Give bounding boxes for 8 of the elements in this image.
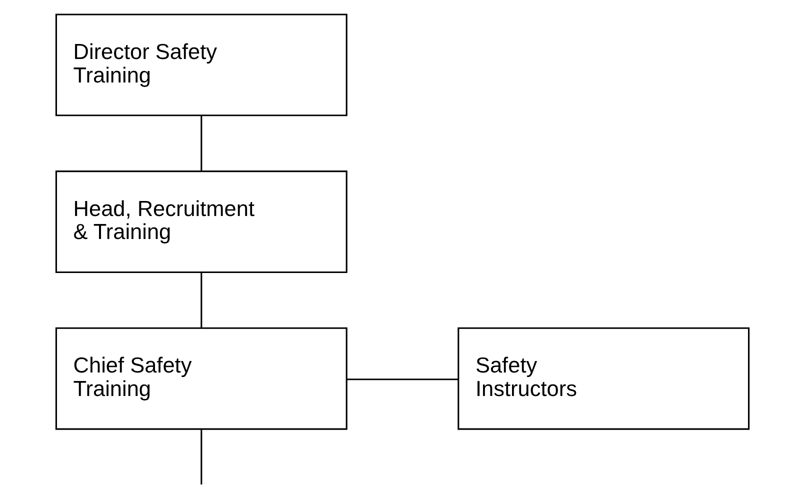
- node-box: Director Safety Training: [54, 14, 347, 116]
- node-box: Chief Safety Training: [54, 327, 347, 430]
- node-box: Head, Recruitment & Training: [54, 170, 347, 274]
- connector: [200, 272, 202, 328]
- connector: [346, 378, 458, 380]
- connector: [200, 430, 202, 484]
- node-box: Safety Instructors: [457, 327, 750, 430]
- connector: [200, 115, 202, 171]
